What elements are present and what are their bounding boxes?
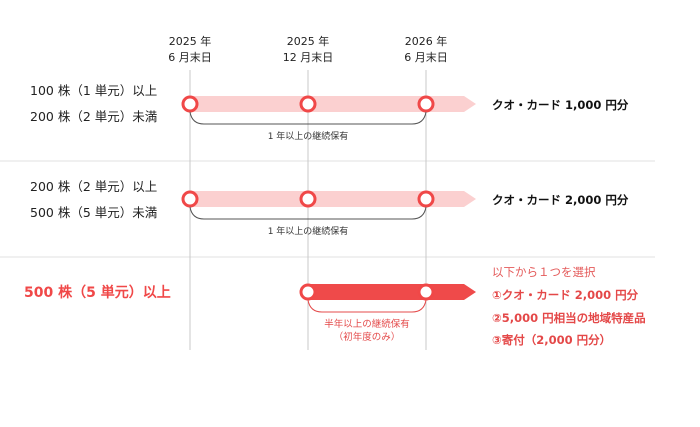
tier2-bracket: [189, 206, 427, 220]
column-year: 2025 年: [168, 35, 212, 48]
column-date: 6 月末日: [168, 51, 212, 64]
column-date: 6 月末日: [404, 51, 448, 64]
tier1-label-line1: 100 株（1 単元）以上: [30, 83, 158, 98]
tier3-bracket-label: 半年以上の継続保有 （初年度のみ）: [297, 318, 437, 344]
column-header-2026-06: 2026 年 6 月末日: [386, 34, 466, 66]
tier1-marker-3: [417, 95, 435, 113]
tier1-bracket: [189, 111, 427, 125]
tier3-bracket: [307, 299, 427, 313]
tier2-bar: [190, 191, 476, 207]
tier3-marker-1: [299, 283, 317, 301]
tier3-marker-2: [417, 283, 435, 301]
column-date: 12 月末日: [282, 51, 334, 64]
tier3-label: 500 株（5 単元）以上: [24, 285, 171, 301]
tier2-marker-2: [299, 190, 317, 208]
tier3-bar: [308, 284, 476, 300]
column-header-2025-12: 2025 年 12 月末日: [268, 34, 348, 66]
column-year: 2026 年: [404, 35, 448, 48]
column-header-2025-06: 2025 年 6 月末日: [150, 34, 230, 66]
tier2-label: 200 株（2 単元）以上 500 株（5 単元）未満: [30, 174, 157, 226]
tier3-bracket-label-line2: （初年度のみ）: [333, 332, 401, 343]
tier1-bracket-label: 1 年以上の継続保有: [267, 132, 349, 142]
tier2-label-line1: 200 株（2 単元）以上: [30, 179, 158, 194]
tier2-bracket-label: 1 年以上の継続保有: [267, 227, 349, 237]
tier2-marker-1: [181, 190, 199, 208]
tier1-label: 100 株（1 単元）以上 200 株（2 単元）未満: [30, 78, 157, 130]
tier3-selection-item-2: ②5,000 円相当の地域特産品: [492, 311, 646, 325]
tier2-label-line2: 500 株（5 単元）未満: [30, 205, 158, 220]
tier2-reward: クオ・カード 2,000 円分: [492, 193, 629, 207]
tier1-label-line2: 200 株（2 単元）未満: [30, 109, 158, 124]
tier3-selection-item-1: ①クオ・カード 2,000 円分: [492, 288, 639, 302]
tier1-bar: [190, 96, 476, 112]
tier3-selection-item-3: ③寄付（2,000 円分）: [492, 333, 612, 347]
column-year: 2025 年: [286, 35, 330, 48]
tier1-marker-2: [299, 95, 317, 113]
tier3-bracket-label-line1: 半年以上の継続保有: [324, 319, 410, 330]
tier2-marker-3: [417, 190, 435, 208]
tier3-selection-title: 以下から１つを選択: [492, 265, 596, 279]
tier1-marker-1: [181, 95, 199, 113]
tier1-reward: クオ・カード 1,000 円分: [492, 98, 629, 112]
